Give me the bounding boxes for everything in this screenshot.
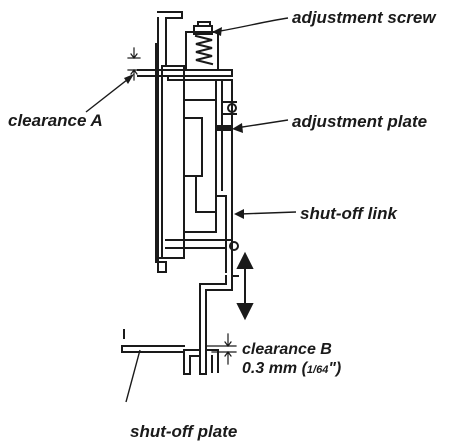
clearance-b-arrow-bottom <box>224 351 232 365</box>
leader-shutoff-link <box>239 211 297 215</box>
link-lower-rod <box>199 299 207 375</box>
clearance-b-arrow-top <box>224 333 232 347</box>
body-housing <box>155 17 167 273</box>
clearance-b-fraction: 1/64 <box>306 364 329 376</box>
lower-bracket <box>165 239 233 249</box>
leader-clearance-a <box>85 75 133 113</box>
leader-shutoff-plate <box>125 349 141 403</box>
label-clearance-b-value: 0.3 mm (1/64") <box>242 361 341 377</box>
leader-adjustment-plate-head <box>232 123 243 133</box>
top-bracket-step <box>167 75 233 81</box>
body-inner-step-2 <box>195 175 217 213</box>
body-top-hook <box>157 11 183 31</box>
shutoff-link-rivet <box>229 241 239 251</box>
movement-arrow-head-up <box>236 251 254 269</box>
adjustment-plate-flange <box>221 101 237 115</box>
leader-adjustment-screw <box>213 17 289 33</box>
label-adjustment-plate: adjustment plate <box>292 112 428 131</box>
body-column <box>161 65 185 259</box>
label-shutoff-link: shut-off link <box>300 204 397 223</box>
adjustment-plate-left <box>215 79 225 197</box>
adjustment-plate-tab <box>215 125 231 131</box>
leader-shutoff-link-head <box>234 209 244 219</box>
movement-arrow-head-down <box>236 303 254 321</box>
screw-spring <box>194 34 214 66</box>
link-foot-left <box>183 349 201 375</box>
label-shutoff-plate: shut-off plate <box>130 422 238 441</box>
link-foot-right <box>205 349 219 373</box>
leader-adjustment-plate <box>235 119 289 129</box>
leader-clearance-a-head <box>124 74 134 84</box>
clearance-a-arrow-top <box>130 47 138 59</box>
screw-top-cap <box>197 21 211 27</box>
label-clearance-a: clearance A <box>8 111 103 130</box>
clearance-b-close: ") <box>328 360 342 377</box>
link-lower-jog <box>205 275 233 301</box>
body-inner-step <box>183 117 203 177</box>
leader-adjustment-screw-head <box>212 27 222 36</box>
clearance-b-mm: 0.3 mm ( <box>242 360 307 377</box>
link-lower-jog-inner <box>199 275 227 301</box>
label-clearance-b: clearance B <box>242 341 332 358</box>
label-adjustment-screw: adjustment screw <box>292 8 436 27</box>
clearance-a-arrow-bottom <box>130 69 138 81</box>
